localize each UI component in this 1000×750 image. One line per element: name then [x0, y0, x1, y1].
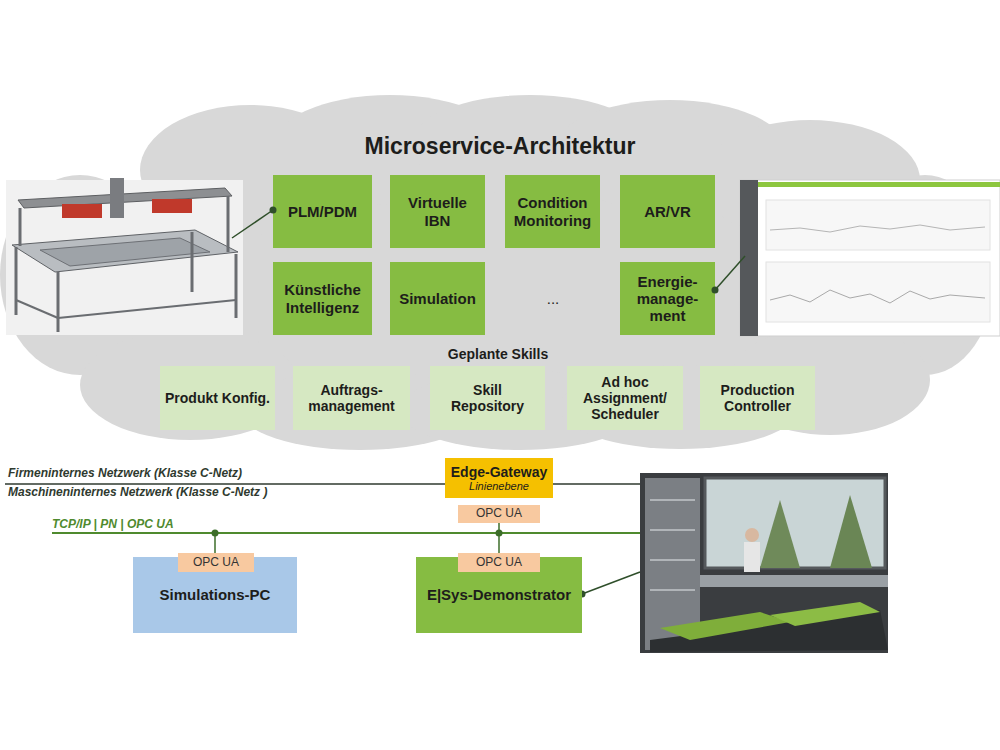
- skill-box: Auftrags- management: [293, 366, 410, 430]
- photo-background: [640, 473, 888, 653]
- service-box: Künstliche Intelligenz: [273, 262, 372, 335]
- junction-dot: [496, 530, 503, 537]
- machine-frame: [700, 575, 888, 587]
- service-box: Virtuelle IBN: [390, 175, 485, 248]
- photo-person: [744, 542, 760, 572]
- box-label: PLM/PDM: [288, 203, 357, 220]
- box-label: OPC UA: [476, 556, 522, 570]
- photo-person: [745, 528, 759, 542]
- box-label: Virtuelle IBN: [394, 194, 481, 229]
- service-box: Energie- manage- ment: [620, 262, 715, 335]
- photo-window: [705, 478, 885, 568]
- machine-base: [650, 610, 888, 652]
- network-label: Firmeninternes Netzwerk (Klasse C-Netz): [8, 467, 242, 481]
- network-drop: [214, 533, 216, 553]
- box-label: Energie- manage- ment: [624, 273, 711, 325]
- protocol-label: TCP/IP | PN | OPC UA: [52, 518, 174, 532]
- protocol-tag: OPC UA: [178, 553, 254, 572]
- box-label: OPC UA: [193, 556, 239, 570]
- box-label: Simulation: [399, 290, 476, 307]
- window-frame: [705, 478, 885, 568]
- photo-tree: [760, 500, 800, 568]
- region-title: Microservice-Architektur: [365, 133, 636, 159]
- rack-shelf: [650, 589, 695, 591]
- skill-box: Produkt Konfig.: [160, 366, 275, 430]
- group-heading: Geplante Skills: [398, 346, 598, 362]
- box-label: Edge-Gateway: [451, 464, 547, 480]
- service-box: Simulation: [390, 262, 485, 335]
- network-line: [52, 532, 640, 534]
- rack-shelf: [650, 499, 695, 501]
- cloud-lobe: [80, 330, 300, 440]
- photo-rack: [645, 478, 700, 650]
- service-box: Condition Monitoring: [505, 175, 600, 248]
- box-label: E|Sys-Demonstrator: [427, 586, 571, 603]
- skill-box: Skill Repository: [430, 366, 545, 430]
- network-label: Maschineninternes Netzwerk (Klasse C-Net…: [8, 486, 267, 500]
- demonstrator-photo: [640, 473, 888, 653]
- ellipsis: ...: [530, 290, 576, 307]
- service-box: AR/VR: [620, 175, 715, 248]
- rack-shelf: [650, 529, 695, 531]
- box-label: Condition Monitoring: [509, 194, 596, 229]
- photo-tree: [830, 495, 872, 568]
- box-label: Künstliche Intelligenz: [277, 281, 368, 316]
- box-label: AR/VR: [644, 203, 691, 220]
- box-label: Auftrags- management: [298, 382, 405, 414]
- box-label: Produkt Konfig.: [165, 390, 270, 406]
- protocol-tag: OPC UA: [458, 505, 540, 523]
- green-tray: [660, 612, 790, 640]
- network-connector: [498, 523, 500, 553]
- box-label: OPC UA: [476, 507, 522, 521]
- green-tray: [770, 602, 880, 626]
- box-label: Production Controller: [705, 382, 810, 414]
- junction-dot: [212, 530, 219, 537]
- box-label: Simulations-PC: [160, 586, 271, 603]
- box-label: Ad hoc Assignment/ Scheduler: [572, 374, 678, 422]
- skill-box: Production Controller: [700, 366, 815, 430]
- gateway-box: Edge-GatewayLinienebene: [445, 458, 553, 498]
- leader-line: [582, 572, 640, 594]
- cloud-region: Microservice-ArchitekturPLM/PDM Virtuelle…: [0, 95, 1000, 455]
- protocol-tag: OPC UA: [458, 553, 540, 572]
- service-box: PLM/PDM: [273, 175, 372, 248]
- box-label: Skill Repository: [435, 382, 540, 414]
- skill-box: Ad hoc Assignment/ Scheduler: [567, 366, 683, 430]
- box-sublabel: Linienebene: [469, 480, 529, 493]
- rack-shelf: [650, 559, 695, 561]
